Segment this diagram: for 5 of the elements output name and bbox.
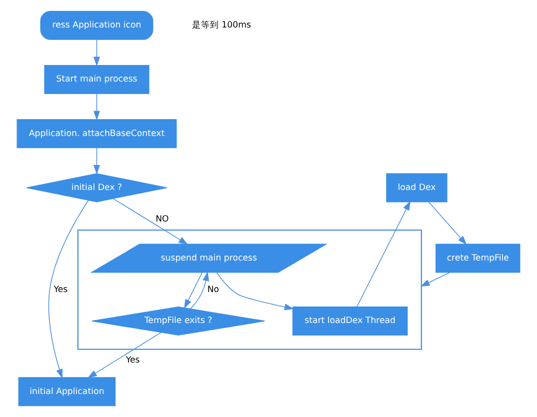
edge-label: Yes: [54, 284, 68, 295]
edge-label: No: [207, 284, 220, 295]
edge-label: NO: [156, 214, 169, 224]
label: 是等到 100ms: [192, 20, 251, 31]
edge-label: Yes: [126, 355, 140, 366]
